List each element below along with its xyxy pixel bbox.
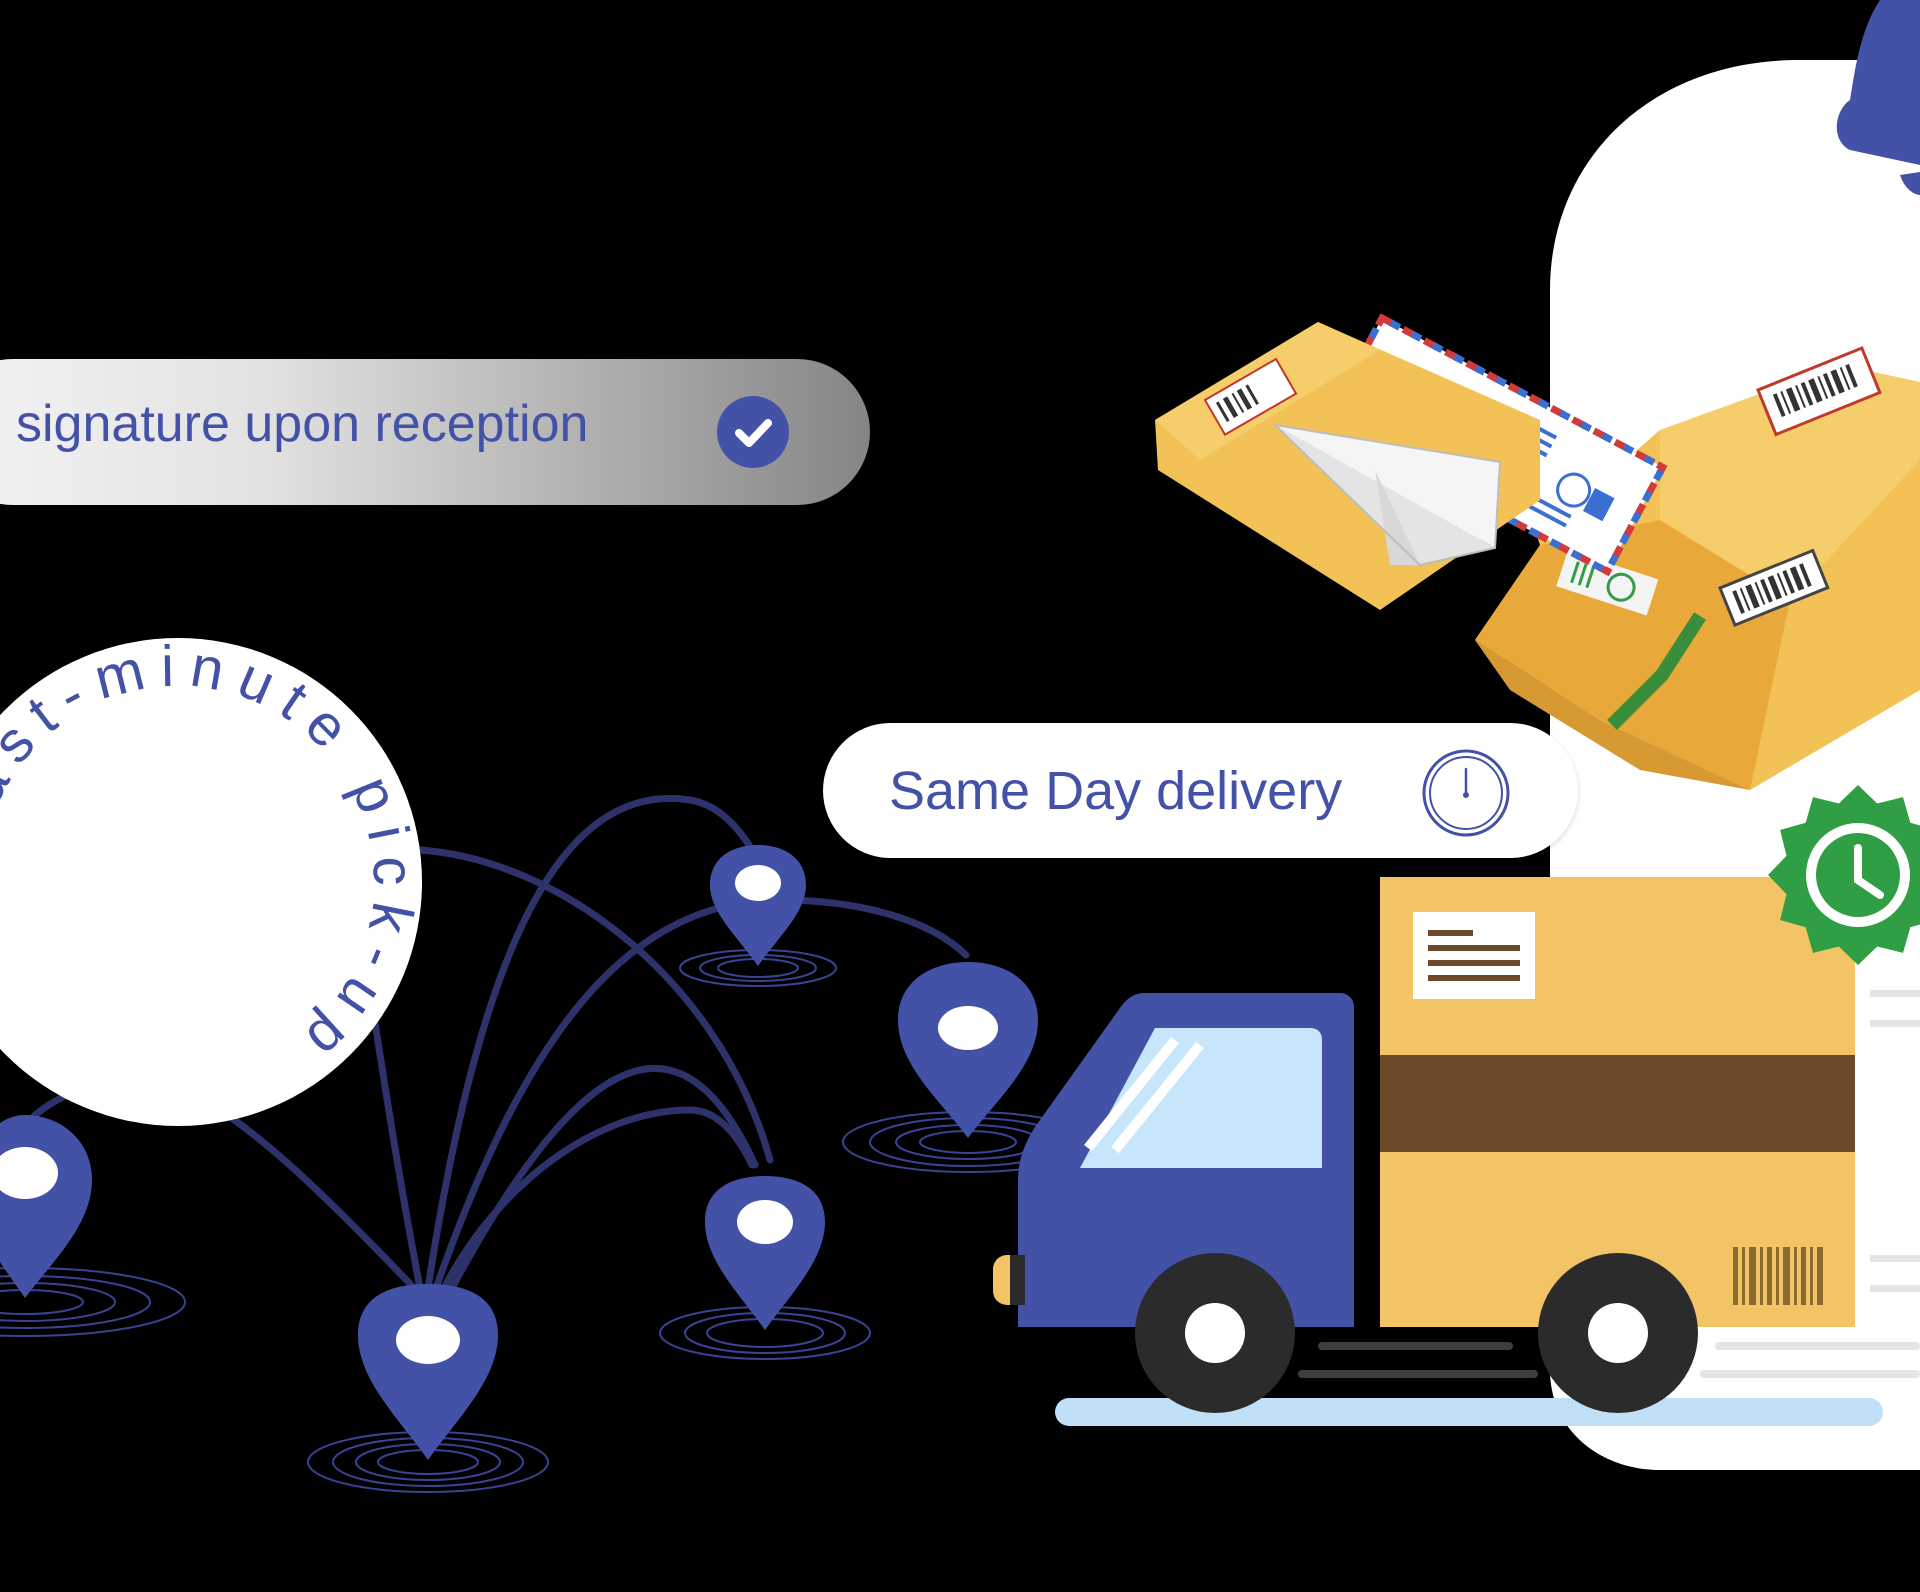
signature-badge-label: signature upon reception	[16, 395, 589, 453]
pickup-circle	[0, 638, 422, 1126]
clock-badge-icon	[1768, 785, 1920, 965]
check-circle-icon	[717, 396, 789, 468]
map-pin-icon	[0, 1115, 186, 1337]
map-pin-icon	[659, 1176, 871, 1360]
same-day-badge-label: Same Day delivery	[889, 761, 1343, 821]
delivery-truck-icon	[993, 993, 1698, 1413]
map-pin-icon	[679, 845, 837, 987]
map-pin-icon	[307, 1284, 549, 1493]
paper-plane-icon	[1271, 423, 1502, 567]
clock-icon	[1422, 749, 1510, 837]
map-pin-icon	[842, 962, 1094, 1173]
road-strip	[1055, 1398, 1883, 1426]
bell-icon	[1836, 0, 1920, 165]
open-cardboard-box	[1475, 346, 1920, 790]
package-box-icon	[1380, 877, 1855, 1327]
same-day-badge	[823, 723, 1578, 858]
